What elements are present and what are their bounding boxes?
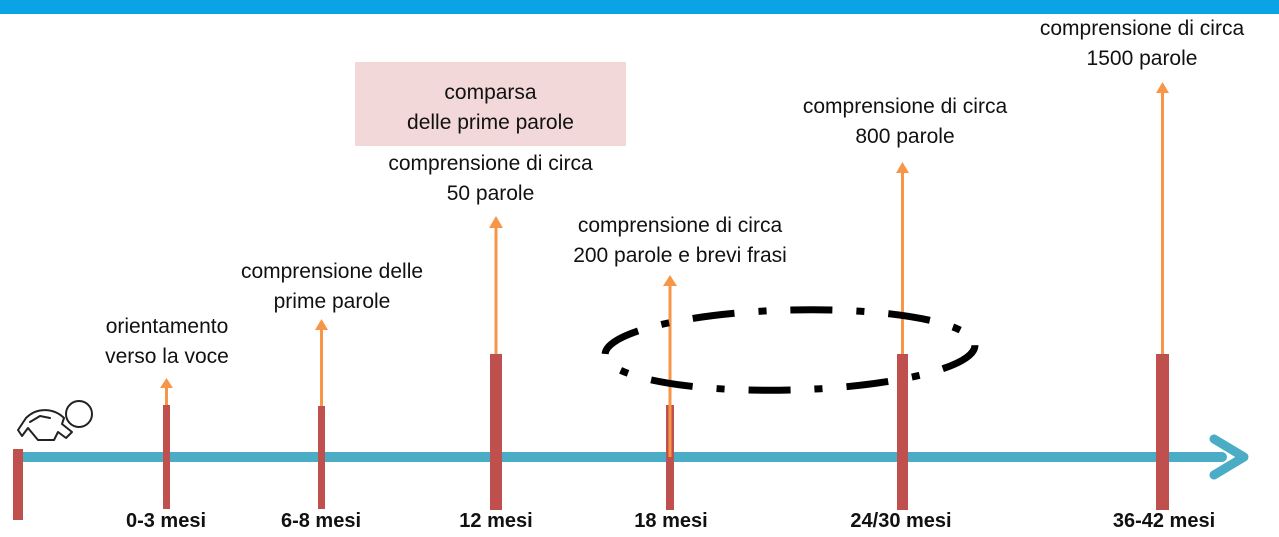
highlight-box [355, 62, 626, 146]
axis-arrowhead [1209, 434, 1249, 480]
milestone-6-8-line2: prime parole [273, 290, 391, 313]
marker-bar-12 [490, 354, 502, 510]
start-marker [13, 449, 23, 520]
milestone-0-3-label: orientamento verso la voce [86, 312, 248, 372]
age-label-12: 12 mesi [459, 510, 533, 532]
top-bar [0, 0, 1279, 14]
age-label-6-8: 6-8 mesi [280, 510, 362, 532]
dash-dot-ellipse [601, 306, 979, 394]
arrowhead-18 [663, 275, 677, 286]
arrowhead-6-8 [315, 319, 328, 330]
milestone-36-42-line2: 1500 parole [1086, 47, 1198, 70]
milestone-6-8-label: comprensione delle prime parole [212, 257, 452, 317]
milestone-24-30-line1: comprensione di circa [802, 95, 1008, 118]
milestone-12-highlight: comparsa delle prime parole [355, 78, 626, 138]
milestone-0-3-line1: orientamento [105, 315, 229, 338]
milestone-24-30-line2: 800 parole [855, 125, 955, 148]
arrowhead-24-30 [896, 162, 909, 173]
milestone-12-line2: 50 parole [446, 182, 535, 205]
arrowhead-0-3 [160, 378, 173, 388]
milestone-12-highlight-line2: delle prime parole [407, 111, 574, 134]
milestone-12-line1: comprensione di circa [388, 152, 593, 175]
arrowhead-12 [489, 216, 503, 228]
age-label-18: 18 mesi [634, 510, 708, 532]
milestone-0-3-line2: verso la voce [105, 345, 229, 368]
milestone-6-8-line1: comprensione delle [240, 260, 424, 283]
milestone-18-line2: 200 parole e brevi frasi [573, 244, 787, 267]
marker-bar-0-3 [163, 405, 170, 509]
milestone-36-42-label: comprensione di circa 1500 parole [1010, 14, 1274, 74]
age-label-0-3: 0-3 mesi [125, 510, 207, 532]
milestone-18-line1: comprensione di circa [577, 214, 783, 237]
marker-bar-24-30 [897, 354, 908, 510]
milestone-18-label: comprensione di circa 200 parole e brevi… [540, 211, 820, 271]
milestone-12-highlight-line1: comparsa [444, 81, 537, 104]
age-label-36-42: 36-42 mesi [1112, 510, 1216, 532]
age-label-24-30: 24/30 mesi [850, 510, 952, 532]
arrowhead-36-42 [1156, 82, 1169, 93]
marker-bar-6-8 [318, 406, 325, 509]
milestone-12-label: comprensione di circa 50 parole [355, 149, 626, 209]
marker-bar-18 [666, 405, 674, 510]
marker-bar-36-42 [1156, 354, 1169, 510]
milestone-36-42-line1: comprensione di circa [1039, 17, 1245, 40]
milestone-24-30-label: comprensione di circa 800 parole [765, 92, 1045, 152]
crawling-baby-icon [17, 400, 93, 441]
